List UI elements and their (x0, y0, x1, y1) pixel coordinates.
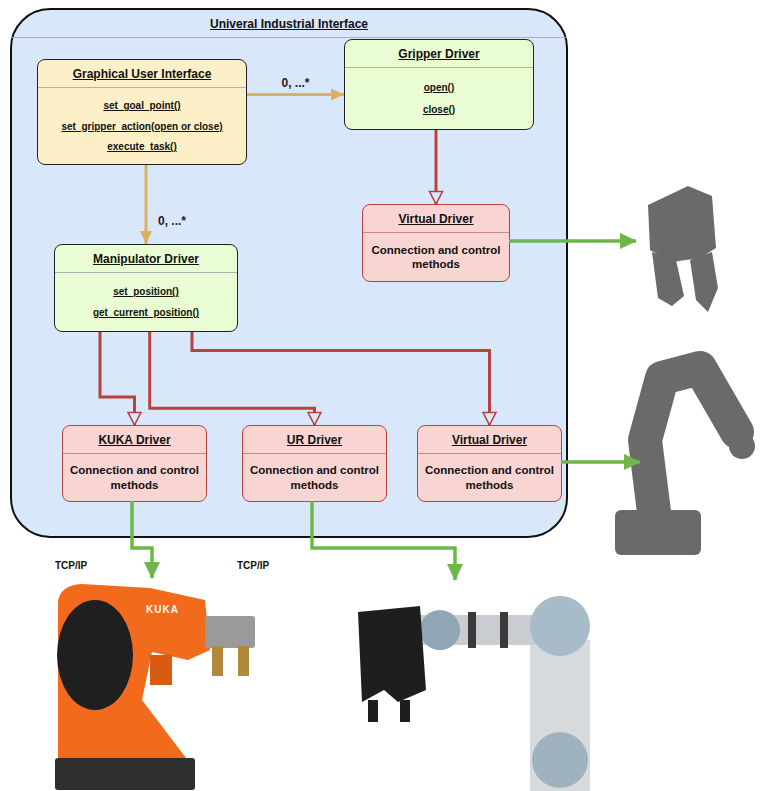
method-name: set_position() (113, 286, 179, 297)
box-title: Virtual Driver (363, 205, 509, 233)
box-description: Connection and control methods (69, 463, 200, 492)
box-title: Virtual Driver (418, 426, 561, 454)
box-body: set_goal_point() set_gripper_action(open … (38, 88, 246, 164)
box-title: KUKA Driver (63, 426, 206, 454)
driver-box: KUKA DriverConnection and control method… (62, 425, 207, 502)
kuka-robot (55, 584, 255, 790)
box-body: Connection and control methods (63, 454, 206, 501)
association-arrow (100, 332, 135, 425)
box-title: UR Driver (243, 426, 386, 454)
box-description: Connection and control methods (424, 463, 555, 492)
driver-box: Virtual DriverConnection and control met… (362, 204, 510, 282)
association-arrow (192, 332, 490, 425)
driver-box: UR DriverConnection and control methods (242, 425, 387, 502)
association-arrow (435, 130, 438, 204)
system-boundary: Univeral Industrial InterfaceGraphical U… (10, 8, 568, 538)
brand-text: KUKA (146, 604, 179, 615)
box-description: Connection and control methods (249, 463, 380, 492)
driver-box: Virtual DriverConnection and control met… (417, 425, 562, 502)
box-body: open() close() (345, 68, 533, 129)
protocol-label: TCP/IP (55, 560, 87, 571)
box-title: Gripper Driver (345, 40, 533, 68)
method-name: open() (424, 82, 455, 93)
method-name: get_current_position() (93, 307, 199, 318)
protocol-label: TCP/IP (237, 560, 269, 571)
association-arrow (150, 332, 315, 425)
virtual-gripper (648, 186, 718, 312)
method-name: set_goal_point() (103, 100, 180, 111)
method-name: execute_task() (107, 141, 176, 152)
class-box: Graphical User Interfaceset_goal_point()… (37, 59, 247, 165)
box-body: set_position() get_current_position() (55, 273, 237, 331)
box-title: Graphical User Interface (38, 60, 246, 88)
class-box: Gripper Driver open() close() (344, 39, 534, 130)
box-body: Connection and control methods (418, 454, 561, 501)
method-name: close() (423, 104, 455, 115)
method-name: set_gripper_action(open or close) (61, 121, 222, 132)
class-box: Manipulator Driver set_position() get_curr… (54, 244, 238, 332)
association-arrow (145, 165, 148, 244)
tcp-link (132, 241, 640, 580)
box-body: Connection and control methods (363, 233, 509, 281)
box-description: Connection and control methods (369, 243, 503, 272)
multiplicity-label: 0, ...* (156, 214, 188, 228)
multiplicity-label: 0, ...* (279, 76, 311, 90)
ur-robot (358, 596, 590, 791)
box-title: Manipulator Driver (55, 245, 237, 273)
box-title: Univeral Industrial Interface (12, 10, 566, 38)
association-arrow (247, 93, 344, 96)
box-body: Connection and control methods (243, 454, 386, 501)
